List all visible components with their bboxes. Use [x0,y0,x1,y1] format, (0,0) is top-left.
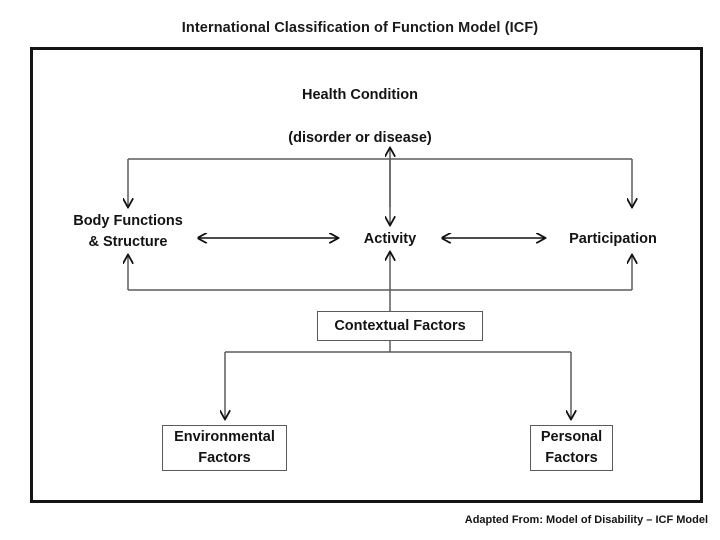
node-health-condition: Health Condition [302,87,418,103]
node-personal-factors: Personal Factors [530,425,613,471]
source-attribution: Adapted From: Model of Disability – ICF … [464,514,708,526]
node-participation: Participation [569,231,657,247]
page-title: International Classification of Function… [181,20,539,36]
node-environmental-factors: Environmental Factors [162,425,287,471]
node-contextual-factors: Contextual Factors [317,311,483,341]
node-activity: Activity [363,231,417,247]
node-health-condition-subtitle: (disorder or disease) [288,130,432,146]
node-body-functions-structure: Body Functions & Structure [73,213,183,250]
